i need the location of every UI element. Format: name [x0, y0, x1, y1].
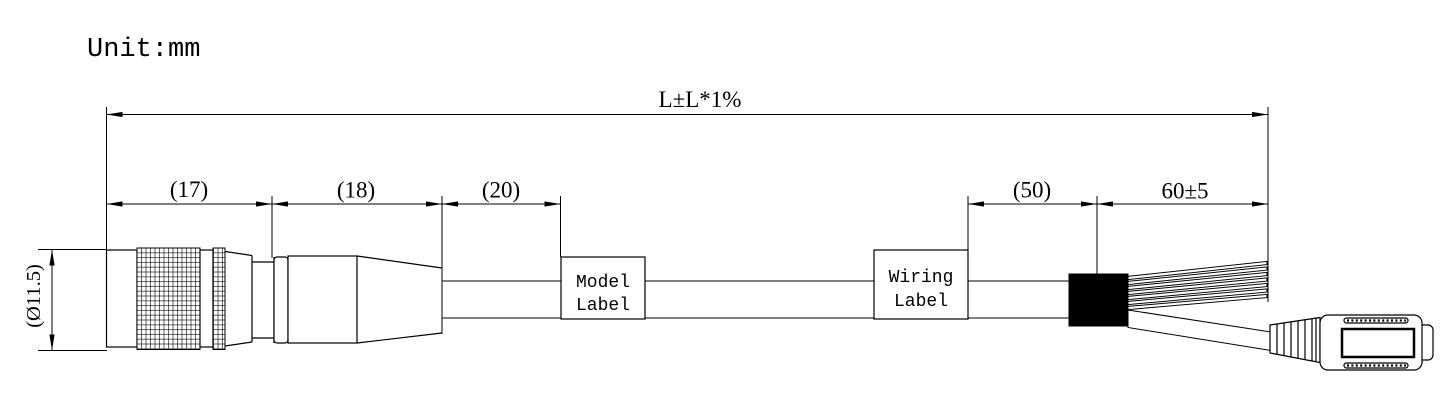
- dim-60-text: 60±5: [1161, 179, 1208, 204]
- dimension-18: (18): [272, 178, 442, 207]
- dim-17-text: (17): [170, 177, 208, 202]
- dim-18-text: (18): [337, 178, 375, 203]
- dim-50-text: (50): [1013, 178, 1051, 203]
- dimension-17: (17): [106, 177, 272, 207]
- backshell-body: [287, 255, 358, 344]
- dimension-50: (50): [968, 178, 1097, 207]
- wiring-label-line1: Wiring: [889, 268, 954, 288]
- backshell-taper: [356, 255, 443, 344]
- cable: [442, 280, 1069, 319]
- fan-wire: [1127, 266, 1268, 286]
- dimension-diameter: (Ø11.5): [23, 249, 55, 351]
- dim-20-text: (20): [482, 178, 520, 203]
- wire-fan: [1127, 260, 1268, 311]
- model-label-line2: Label: [576, 296, 630, 316]
- plug-grip-top: [1343, 317, 1409, 324]
- model-label-box: Model Label: [560, 256, 646, 320]
- dimension-20: (20): [442, 178, 561, 207]
- m12-connector: [105, 247, 443, 350]
- unit-label: Unit:mm: [87, 35, 200, 65]
- dim-diameter-text: (Ø11.5): [23, 264, 45, 328]
- taper-neck: [224, 250, 253, 347]
- pigtail-wire: [1127, 309, 1275, 352]
- extension-lines: [38, 107, 1098, 351]
- knurl-ring: [212, 247, 226, 350]
- fan-wire: [1127, 260, 1268, 281]
- plug-grip-bottom: [1343, 362, 1409, 369]
- arrow-left-icon: [106, 111, 123, 118]
- plug-window: [1340, 327, 1416, 359]
- recessed-collar: [252, 257, 275, 343]
- dimension-60: 60±5: [1097, 179, 1268, 207]
- strain-relief-ribs: [1276, 318, 1317, 362]
- wiring-label-line2: Label: [894, 292, 948, 312]
- fan-wire: [1127, 288, 1268, 306]
- backshell-collar: [273, 256, 289, 344]
- wiring-label-box: Wiring Label: [873, 249, 969, 320]
- fan-wire: [1127, 271, 1268, 291]
- fan-wire: [1127, 293, 1268, 311]
- model-label-line1: Model: [576, 273, 630, 293]
- dc-plug: [1269, 314, 1434, 371]
- knurl-gap: [199, 249, 214, 348]
- knurl-barrel: [136, 247, 201, 350]
- fan-wire: [1127, 277, 1268, 296]
- fan-wire: [1127, 282, 1268, 301]
- dimension-overall: L±L*1%: [106, 87, 1268, 118]
- breakout-block: [1068, 273, 1129, 327]
- arrow-right-icon: [1252, 111, 1268, 118]
- connector-front-face: [105, 249, 138, 348]
- dim-overall-text: L±L*1%: [659, 87, 742, 112]
